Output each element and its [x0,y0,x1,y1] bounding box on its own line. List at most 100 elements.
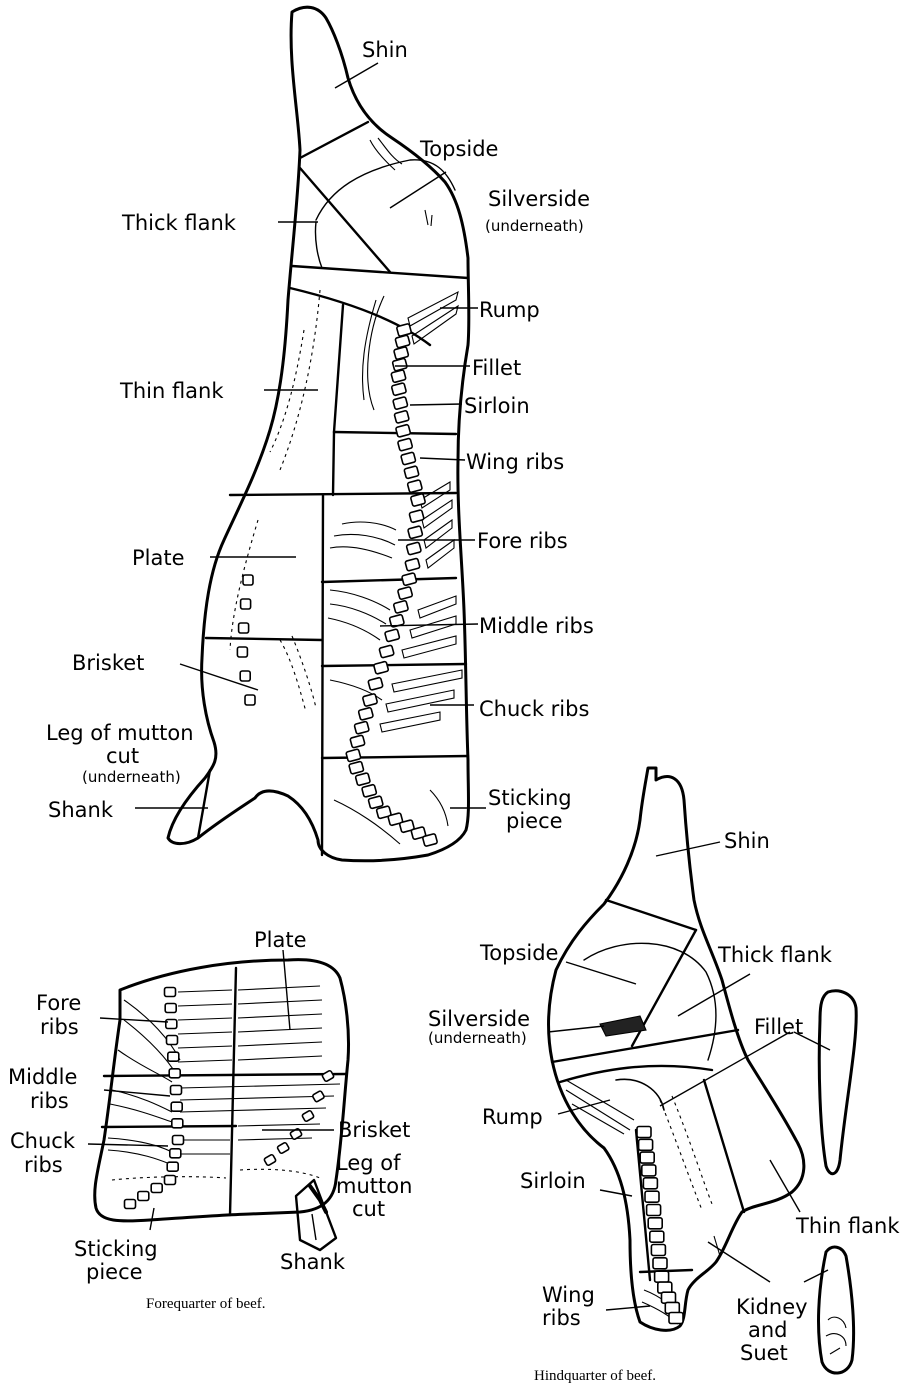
hq-label-wing-ribs: ribs [542,1306,581,1330]
vertebra-icon [643,1178,657,1189]
label-shin: Shin [362,38,408,62]
vertebra-icon [169,1069,180,1078]
vertebra-icon [302,1110,315,1122]
vertebra-icon [362,693,377,706]
vertebra-icon [639,1139,653,1150]
vertebra-icon [650,1231,664,1242]
vertebra-icon [171,1086,182,1095]
vertebra-icon [166,1020,177,1029]
vertebra-icon [358,707,373,720]
fq-label-sticking: Sticking [74,1237,158,1261]
label-thin-flank: Thin flank [119,379,224,403]
vertebra-icon [410,493,425,506]
side-leader-lines [135,63,486,808]
label-silverside: Silverside [488,187,590,211]
vertebra-icon [391,383,406,396]
vertebra-icon [642,1165,656,1176]
vertebra-icon [392,358,407,371]
hq-label-shin: Shin [724,829,770,853]
hq-label-and: and [748,1318,788,1342]
label-fillet: Fillet [472,356,521,380]
vertebra-icon [165,1004,176,1013]
vertebra-icon [406,542,421,555]
fq-label-fore-ribs: ribs [40,1015,79,1039]
fq-label-middle: Middle [8,1065,77,1089]
vertebra-icon [243,575,253,585]
vertebra-icon [346,749,361,762]
hq-label-thick-flank: Thick flank [717,943,833,967]
hq-label-rump: Rump [482,1105,543,1129]
vertebra-icon [651,1245,665,1256]
label-underneath-2: (underneath) [82,768,181,786]
label-shank: Shank [48,798,114,822]
vertebra-icon [165,988,176,997]
hindquarter-leader-lines [548,842,830,1310]
vertebra-icon [379,645,394,658]
vertebra-icon [669,1313,683,1324]
label-brisket: Brisket [72,651,144,675]
fillet-piece [819,991,856,1174]
vertebra-icon [653,1258,667,1269]
vertebra-icon [151,1184,162,1193]
label-rump: Rump [479,298,540,322]
label-piece: piece [506,809,563,833]
label-sticking: Sticking [488,786,572,810]
vertebra-icon [401,452,416,465]
hq-label-underneath: (underneath) [428,1029,527,1047]
hq-label-silverside: Silverside [428,1007,530,1031]
hq-label-fillet: Fillet [754,1015,803,1039]
vertebra-icon [167,1162,178,1171]
vertebra-icon [398,438,413,451]
fq-caption: Forequarter of beef. [146,1296,266,1312]
vertebra-icon [640,1152,654,1163]
label-underneath: (underneath) [485,217,584,235]
side-vertebrae [346,323,438,846]
label-chuck-ribs: Chuck ribs [479,697,589,721]
vertebra-icon [407,480,422,493]
hq-label-topside: Topside [479,941,558,965]
vertebra-icon [264,1154,277,1166]
vertebra-icon [355,773,370,786]
vertebra-icon [241,599,251,609]
vertebra-icon [405,558,420,571]
fq-label-mutton: mutton [336,1174,412,1198]
label-fore-ribs: Fore ribs [477,529,568,553]
vertebra-icon [648,1218,662,1229]
vertebra-icon [170,1149,181,1158]
vertebra-icon [125,1200,136,1209]
label-leg-of-mutton: Leg of mutton [46,721,194,745]
vertebra-icon [350,735,365,748]
kidney-suet-piece [819,1247,854,1373]
fq-label-cut: cut [352,1197,385,1221]
vertebra-icon [422,833,437,846]
hq-caption: Hindquarter of beef. [534,1368,656,1384]
side-labels: Shin Topside Silverside (underneath) Thi… [46,38,594,833]
label-middle-ribs: Middle ribs [479,614,594,638]
vertebra-icon [312,1090,325,1102]
fq-label-middle-ribs: ribs [30,1089,69,1113]
fq-label-chuck-ribs: ribs [24,1153,63,1177]
vertebra-icon [395,335,410,348]
vertebra-icon [393,397,408,410]
vertebra-icon [240,671,250,681]
vertebra-icon [645,1191,659,1202]
vertebra-icon [368,796,383,809]
label-wing-ribs: Wing ribs [466,450,564,474]
forequarter-rib-lines [108,986,340,1180]
fq-label-brisket: Brisket [338,1118,410,1142]
vertebra-icon [171,1102,182,1111]
fq-label-leg-of: Leg of [336,1151,401,1175]
vertebra-icon [662,1292,676,1303]
vertebra-icon [394,347,409,360]
fq-label-piece: piece [86,1260,143,1284]
vertebra-icon [368,677,383,690]
vertebra-icon [173,1136,184,1145]
forequarter-drawing [95,960,349,1250]
side-of-beef-drawing [168,7,469,861]
vertebra-icon [637,1127,651,1138]
vertebra-icon [138,1192,149,1201]
vertebra-icon [322,1070,335,1082]
vertebra-icon [354,721,369,734]
